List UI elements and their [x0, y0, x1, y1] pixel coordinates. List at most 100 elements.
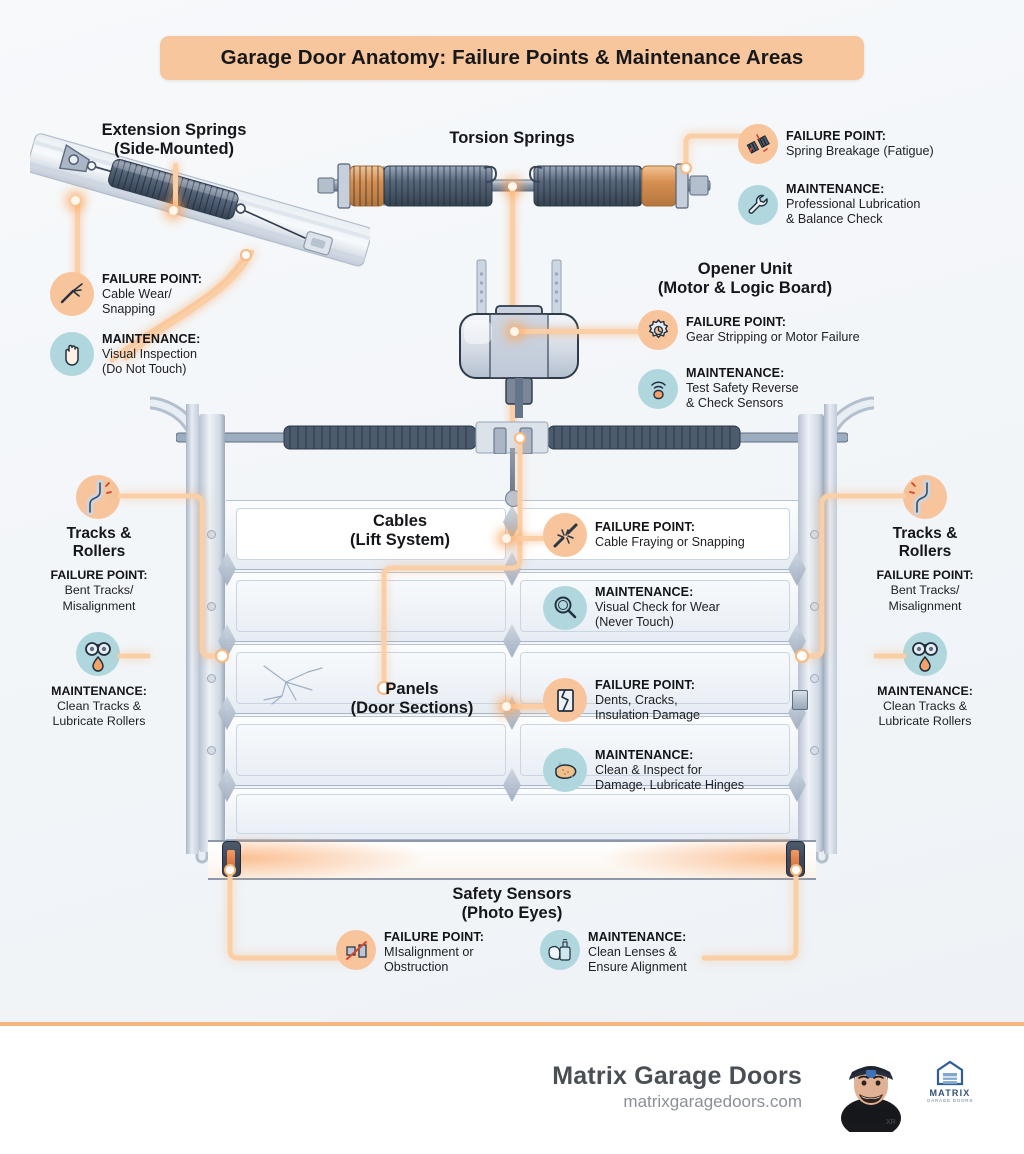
magnifier-icon: [543, 585, 587, 630]
frayed-cable-icon: [50, 272, 94, 316]
callout-text: MAINTENANCE: Test Safety Reverse & Check…: [686, 366, 799, 411]
leader-tracks-left: [116, 488, 229, 678]
callout-text: MAINTENANCE: Clean Lenses & Ensure Align…: [588, 930, 687, 975]
leader-extension-failure: [75, 200, 80, 278]
callout-panels-maintenance: MAINTENANCE: Clean & Inspect for Damage,…: [543, 748, 799, 793]
avatar: XR: [828, 1046, 914, 1138]
door-torsion-shaft: [175, 420, 849, 459]
callout-sensors-failure: FAILURE POINT: MIsalignment or Obstructi…: [336, 930, 516, 975]
leader-node: [508, 182, 517, 191]
hinge-icon: [788, 768, 806, 802]
roller-lubricate-icon: [76, 632, 120, 676]
signal-sensor-icon: [638, 368, 678, 409]
company-name: Matrix Garage Doors: [552, 1062, 802, 1090]
hinge-icon: [218, 696, 236, 730]
roller-icon: [207, 674, 216, 683]
hinge-icon: [503, 624, 521, 658]
callout-opener-failure: FAILURE POINT: Gear Stripping or Motor F…: [638, 310, 938, 350]
callout-text: FAILURE POINT: MIsalignment or Obstructi…: [384, 930, 485, 975]
cracked-panel-icon: [543, 678, 587, 722]
door-handle: [792, 690, 808, 710]
leader-cables-path: [370, 432, 530, 696]
leader-opener: [516, 329, 648, 334]
panel-inset: [236, 724, 506, 776]
callout-cables-maintenance: MAINTENANCE: Visual Check for Wear (Neve…: [543, 585, 793, 630]
callout-torsion-maintenance: MAINTENANCE: Professional Lubrication & …: [738, 182, 1008, 227]
roller-icon: [207, 530, 216, 539]
callout-text: FAILURE POINT: Dents, Cracks, Insulation…: [595, 678, 701, 723]
leader-torsion-failure: [680, 128, 754, 178]
sensor-beam-left: [236, 835, 426, 881]
snapped-cable-icon: [543, 513, 587, 557]
tracks-rollers-left-maintenance: MAINTENANCE: Clean Tracks & Lubricate Ro…: [51, 684, 147, 729]
hinge-icon: [503, 505, 521, 539]
logo-subtext: GARAGE DOORS: [926, 1098, 974, 1103]
callout-text: MAINTENANCE: Visual Inspection (Do Not T…: [102, 332, 201, 377]
callout-opener-maintenance: MAINTENANCE: Test Safety Reverse & Check…: [638, 366, 938, 411]
callout-text: MAINTENANCE: Clean & Inspect for Damage,…: [595, 748, 745, 793]
jamb-left: [186, 404, 199, 854]
callout-torsion-failure: FAILURE POINT: Spring Breakage (Fatigue): [738, 124, 1008, 164]
tracks-rollers-right-title: Tracks & Rollers FAILURE POINT: Bent Tra…: [876, 525, 974, 613]
logo-text: MATRIX: [929, 1088, 971, 1098]
callout-cables-failure: FAILURE POINT: Cable Fraying or Snapping: [543, 513, 793, 557]
wrench-icon: [738, 184, 778, 225]
extension-springs-title: Extension Springs (Side-Mounted): [101, 121, 247, 159]
opener-rail: [510, 448, 515, 494]
spray-cleaning-icon: [540, 930, 580, 970]
callout-sensors-maintenance: MAINTENANCE: Clean Lenses & Ensure Align…: [540, 930, 740, 975]
callout-text: FAILURE POINT: Cable Fraying or Snapping: [595, 519, 745, 549]
leader-node: [71, 196, 80, 205]
page-title: Garage Door Anatomy: Failure Points & Ma…: [160, 36, 864, 80]
roller-icon: [207, 746, 216, 755]
matrix-logo: MATRIX GARAGE DOORS: [922, 1060, 978, 1108]
broken-spring-icon: [738, 124, 778, 164]
bent-track-icon: [903, 475, 947, 519]
leader-node: [502, 534, 511, 543]
leader-extension-title: [173, 163, 178, 211]
cables-title: Cables (Lift System): [350, 512, 450, 550]
torsion-spring-illustration: [316, 152, 716, 225]
opener-unit-title: Opener Unit (Motor & Logic Board): [657, 260, 833, 298]
leader-node: [502, 702, 511, 711]
leader-sensor-left: [206, 864, 366, 976]
leader-cables-failure: [506, 536, 546, 541]
roller-icon: [810, 602, 819, 611]
hinge-icon: [788, 552, 806, 586]
leader-sensor-right: [700, 864, 820, 976]
company-website[interactable]: matrixgaragedoors.com: [623, 1092, 802, 1111]
sponge-icon: [543, 748, 587, 792]
callout-text: FAILURE POINT: Cable Wear/ Snapping: [102, 272, 203, 317]
page-title-text: Garage Door Anatomy: Failure Points & Ma…: [220, 46, 804, 69]
misaligned-sensor-icon: [336, 930, 376, 970]
callout-text: MAINTENANCE: Professional Lubrication & …: [786, 182, 921, 227]
extension-spring-illustration: [26, 128, 373, 333]
footer: [0, 1026, 1024, 1154]
roller-icon: [207, 602, 216, 611]
footer-divider: [0, 1022, 1024, 1026]
leader-node: [510, 327, 519, 336]
torsion-springs-title: Torsion Springs: [449, 129, 575, 147]
roller-icon: [810, 674, 819, 683]
sensor-beam-right: [600, 835, 790, 881]
callout-text: FAILURE POINT: Gear Stripping or Motor F…: [686, 314, 860, 344]
leader-extension-maint: [100, 249, 270, 380]
gear-icon: [638, 310, 678, 350]
roller-icon: [810, 746, 819, 755]
leader-tracks-right: [795, 488, 908, 678]
callout-extension-maintenance: MAINTENANCE: Visual Inspection (Do Not T…: [50, 332, 245, 377]
callout-extension-failure: FAILURE POINT: Cable Wear/ Snapping: [50, 272, 245, 317]
tracks-rollers-right-maintenance: MAINTENANCE: Clean Tracks & Lubricate Ro…: [877, 684, 973, 729]
opener-illustration: [440, 258, 620, 423]
hinge-icon: [218, 552, 236, 586]
panel-inset: [236, 508, 506, 560]
safety-sensors-title: Safety Sensors (Photo Eyes): [452, 885, 572, 923]
callout-text: FAILURE POINT: Spring Breakage (Fatigue): [786, 128, 934, 158]
leader-panels-failure: [506, 704, 546, 709]
hinge-icon: [218, 768, 236, 802]
panel-crack-detail: [252, 660, 342, 715]
leader-node: [169, 206, 178, 215]
hinge-icon: [503, 768, 521, 802]
callout-panels-failure: FAILURE POINT: Dents, Cracks, Insulation…: [543, 678, 793, 723]
